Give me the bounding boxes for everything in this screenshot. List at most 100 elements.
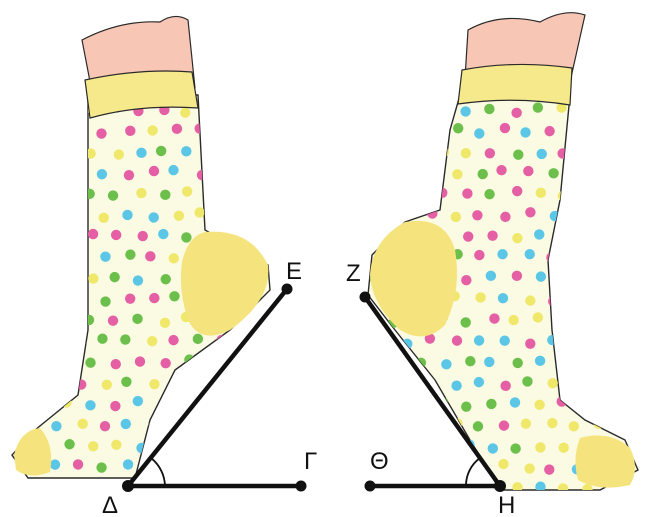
polka-dot	[180, 107, 191, 118]
polka-dot	[192, 420, 204, 432]
label-delta: Δ	[102, 492, 118, 517]
polka-dot	[606, 316, 617, 327]
polka-dot	[228, 439, 240, 451]
polka-dot	[60, 271, 71, 282]
polka-dot	[160, 274, 171, 285]
polka-dot	[125, 125, 136, 137]
polka-dot	[568, 333, 579, 344]
polka-dot	[520, 127, 531, 138]
polka-dot	[380, 380, 391, 391]
polka-dot	[617, 338, 628, 350]
polka-dot	[520, 418, 532, 429]
polka-dot	[73, 248, 85, 260]
polka-dot	[88, 441, 99, 452]
polka-dot	[368, 354, 379, 365]
polka-dot	[486, 398, 497, 410]
polka-dot	[181, 146, 192, 157]
polka-dot	[49, 251, 60, 262]
polka-dot	[405, 421, 417, 432]
polka-dot	[12, 398, 23, 410]
polka-dot	[76, 124, 87, 136]
polka-dot	[132, 313, 143, 325]
polka-dot	[227, 145, 239, 157]
point-delta	[122, 480, 134, 492]
polka-dot	[391, 187, 403, 198]
polka-dot	[254, 188, 265, 199]
polka-dot	[99, 421, 111, 432]
polka-dot	[96, 128, 107, 139]
polka-dot	[404, 375, 415, 387]
polka-dot	[13, 187, 24, 198]
polka-dot	[240, 377, 251, 388]
polka-dot	[462, 188, 473, 199]
polka-dot	[451, 380, 462, 391]
polka-dot	[607, 146, 619, 157]
polka-dot	[87, 228, 99, 240]
polka-dot	[209, 395, 221, 407]
polka-dot	[242, 165, 254, 176]
polka-dot	[368, 230, 379, 241]
polka-dot	[192, 379, 204, 390]
polka-dot	[113, 149, 125, 160]
polka-dot	[77, 418, 88, 430]
label-zeta: Ζ	[346, 260, 361, 287]
polka-dot	[450, 211, 462, 223]
polka-dot	[168, 334, 179, 346]
polka-dot	[368, 399, 378, 411]
polka-dot	[499, 122, 511, 134]
polka-dot	[132, 275, 144, 286]
left-angle-construction	[122, 283, 307, 492]
right-leg	[464, 12, 586, 83]
polka-dot	[535, 187, 547, 199]
polka-dot	[229, 185, 241, 197]
polka-dot	[584, 144, 595, 155]
polka-dot	[428, 421, 440, 432]
polka-dot	[512, 482, 523, 490]
polka-dot	[499, 335, 510, 346]
polka-dot	[155, 145, 167, 157]
polka-dot	[525, 295, 536, 306]
label-theta: Θ	[370, 448, 389, 475]
polka-dot	[535, 481, 546, 490]
polka-dot	[498, 458, 509, 470]
polka-dot	[83, 314, 95, 326]
polka-dot	[511, 107, 522, 119]
polka-dot	[254, 144, 265, 155]
polka-dot	[29, 125, 41, 136]
polka-dot	[620, 124, 632, 136]
polka-dot	[621, 253, 632, 264]
left-heel	[180, 231, 269, 336]
polka-dot	[39, 313, 50, 324]
polka-dot	[497, 292, 509, 304]
polka-dot	[463, 231, 474, 242]
polka-dot	[581, 273, 593, 284]
polka-dot	[390, 148, 402, 160]
polka-dot	[474, 128, 485, 139]
polka-dot	[181, 186, 193, 197]
polka-dot	[596, 290, 607, 302]
polka-dot	[559, 358, 571, 370]
polka-dot	[76, 379, 87, 390]
polka-dot	[111, 439, 122, 450]
polka-dot	[101, 379, 112, 390]
polka-dot	[173, 210, 185, 222]
polka-dot	[121, 376, 132, 388]
polka-dot	[107, 190, 119, 201]
right-cuff	[457, 63, 573, 106]
polka-dot	[532, 102, 544, 113]
polka-dot	[368, 317, 379, 329]
polka-dot	[381, 336, 392, 348]
polka-dot	[474, 249, 485, 261]
polka-dot	[98, 212, 109, 224]
right-toe	[575, 435, 635, 488]
polka-dot	[13, 313, 25, 324]
polka-dot	[535, 271, 547, 282]
polka-dot	[546, 252, 557, 263]
polka-dot	[568, 291, 580, 303]
polka-dot	[536, 148, 547, 160]
polka-dot	[534, 229, 545, 240]
polka-dot	[48, 212, 59, 223]
polka-dot	[500, 211, 511, 223]
polka-dot	[36, 186, 48, 198]
